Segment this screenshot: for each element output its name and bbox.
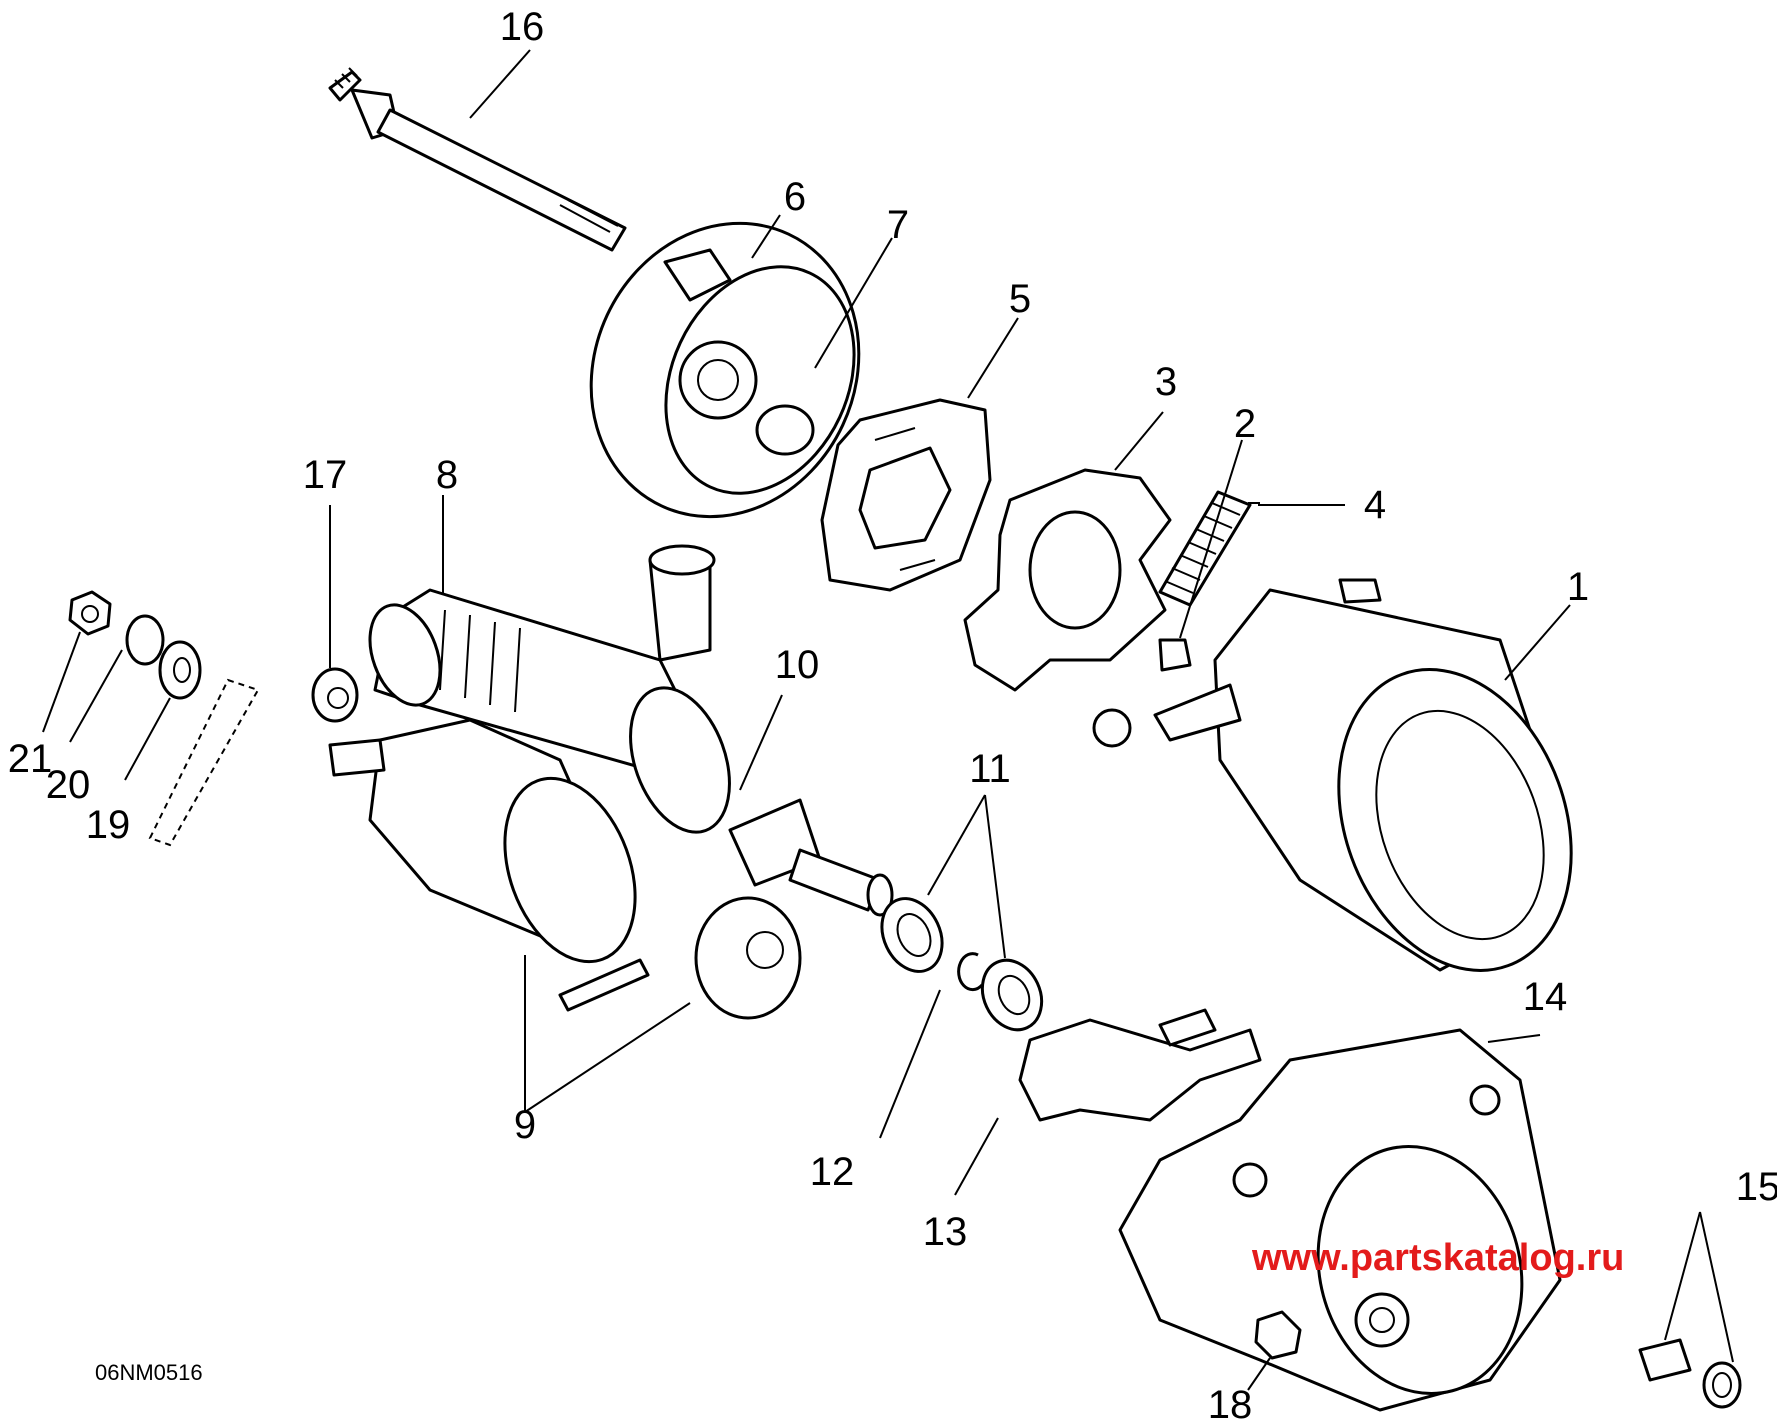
part-1-housing (1092, 578, 1573, 972)
leader-lines (42, 49, 1734, 1391)
callout-21: 21 (8, 737, 53, 781)
callout-19: 19 (86, 803, 131, 847)
part-10-pinion (728, 798, 894, 917)
callout-7: 7 (887, 203, 909, 247)
callout-10: 10 (775, 643, 820, 687)
callout-15: 15 (1736, 1165, 1777, 1209)
part-12-snap-ring (957, 952, 984, 992)
watermark: www.partskatalog.ru (1251, 1237, 1624, 1279)
part-6-end-cap (589, 221, 861, 519)
callout-8: 8 (436, 453, 458, 497)
part-9-solenoid (328, 718, 802, 1020)
part-3-brush-holder (963, 468, 1172, 692)
callout-2: 2 (1234, 402, 1256, 446)
callout-14: 14 (1523, 975, 1568, 1019)
callout-16: 16 (500, 5, 545, 49)
part-13-lever (1018, 1008, 1262, 1122)
part-17-nut (311, 667, 359, 723)
part-2-brush (1158, 638, 1192, 672)
part-11-collar (880, 897, 1044, 1032)
callout-5: 5 (1009, 277, 1031, 321)
part-14-drive-housing (1118, 1028, 1562, 1412)
part-21-nut (68, 590, 112, 636)
callout-9: 9 (514, 1103, 536, 1147)
callout-17: 17 (303, 453, 348, 497)
callout-3: 3 (1155, 360, 1177, 404)
callout-11: 11 (969, 747, 1011, 791)
part-5-plate (820, 398, 992, 592)
part-15-bushing (1638, 1338, 1742, 1409)
part-7-bushing (648, 544, 716, 662)
callout-18: 18 (1208, 1383, 1253, 1424)
part-19-washer (158, 640, 202, 700)
part-18-nut (1254, 1310, 1302, 1360)
callout-4: 4 (1364, 483, 1386, 527)
drawing-reference-code: 06NM0516 (95, 1360, 203, 1385)
callout-1: 1 (1567, 565, 1589, 609)
callout-labels: 16 6 7 5 3 2 4 1 17 8 10 11 21 20 19 9 1… (8, 5, 1777, 1424)
dashed-stud-outline (148, 678, 260, 847)
part-16-through-bolt (328, 67, 627, 252)
callout-20: 20 (46, 763, 91, 807)
part-4-spring (1158, 490, 1252, 607)
callout-6: 6 (784, 175, 806, 219)
part-8-armature (368, 588, 731, 834)
callout-12: 12 (810, 1150, 855, 1194)
part-20-lock-washer (125, 614, 165, 666)
callout-13: 13 (923, 1210, 968, 1254)
